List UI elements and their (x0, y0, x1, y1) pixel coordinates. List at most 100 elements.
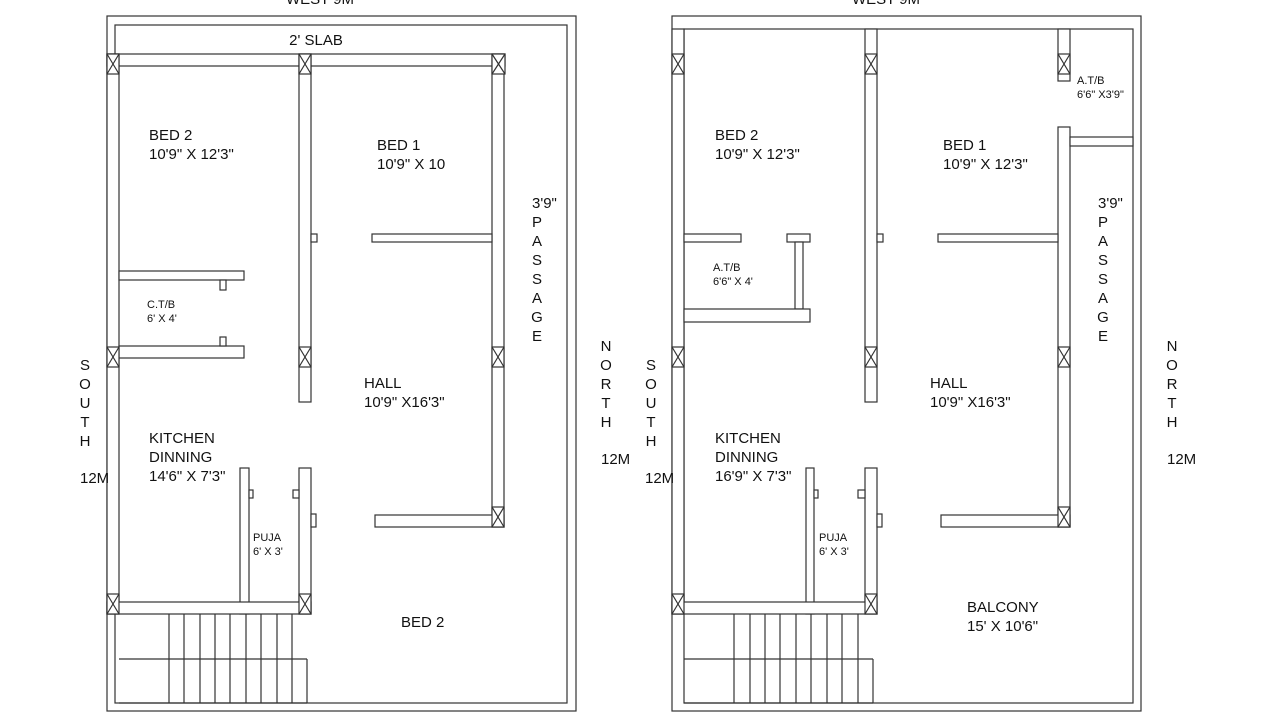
wall (239, 467, 250, 615)
wall (683, 308, 811, 323)
svg-text:R: R (1167, 376, 1178, 393)
wall (106, 53, 120, 615)
south-label: S O U T H (79, 357, 91, 450)
door-jamb (292, 489, 300, 499)
svg-text:T: T (80, 414, 89, 431)
north-label: N O R T H (600, 338, 612, 431)
west-label: WEST 9M (852, 0, 920, 8)
svg-text:P: P (1098, 214, 1108, 231)
room-name-puja: PUJA (253, 532, 282, 544)
west-label: WEST 9M (286, 0, 354, 8)
svg-text:E: E (532, 328, 542, 345)
svg-text:A: A (532, 290, 542, 307)
svg-text:T: T (1167, 395, 1176, 412)
wall (940, 514, 1071, 528)
south-label: S O U T H (645, 357, 657, 450)
column-icon (1057, 346, 1071, 368)
room-name-ctb: C.T/B (147, 299, 175, 311)
svg-text:O: O (1166, 357, 1178, 374)
svg-text:S: S (532, 252, 542, 269)
room-name-dinning: DINNING (715, 449, 778, 466)
wall (118, 345, 245, 359)
svg-text:O: O (600, 357, 612, 374)
svg-text:S: S (646, 357, 656, 374)
svg-text:H: H (646, 433, 657, 450)
south-dimension: 12M (80, 470, 109, 487)
passage-label: P A S S A G E (1097, 214, 1109, 345)
door-jamb (248, 489, 254, 499)
wall (118, 270, 245, 281)
column-icon (491, 53, 506, 75)
svg-text:R: R (601, 376, 612, 393)
svg-text:S: S (1098, 271, 1108, 288)
wall (106, 601, 312, 615)
column-icon (864, 53, 878, 75)
room-name-kitchen: KITCHEN (715, 430, 781, 447)
svg-text:A: A (1098, 290, 1108, 307)
north-dimension: 12M (1167, 451, 1196, 468)
door-jamb (219, 336, 227, 347)
svg-text:O: O (79, 376, 91, 393)
wall (786, 233, 811, 243)
room-size-bed2: 10'9" X 12'3" (715, 146, 800, 163)
svg-text:T: T (601, 395, 610, 412)
passage-size: 3'9" (532, 195, 557, 212)
wall (805, 467, 815, 615)
column-icon (1057, 53, 1071, 75)
columns (671, 53, 1071, 615)
room-size-atb-top: 6'6" X3'9" (1077, 89, 1124, 101)
svg-text:G: G (531, 309, 543, 326)
passage-size: 3'9" (1098, 195, 1123, 212)
room-name-dinning: DINNING (149, 449, 212, 466)
column-icon (491, 346, 505, 368)
wall (491, 53, 505, 528)
svg-text:H: H (80, 433, 91, 450)
column-icon (491, 506, 505, 528)
column-icon (298, 593, 312, 615)
room-name-balcony: BALCONY (967, 599, 1039, 616)
wall (1069, 136, 1134, 147)
slab-label: 2' SLAB (289, 32, 343, 49)
floor-plan-left: WEST 9M 2' SLAB (79, 0, 630, 712)
door-jamb (876, 233, 884, 243)
staircase (684, 614, 874, 704)
room-size-kitchen: 16'9" X 7'3" (715, 468, 791, 485)
svg-text:N: N (1167, 338, 1178, 355)
svg-text:H: H (601, 414, 612, 431)
room-name-bottom: BED 2 (401, 614, 444, 631)
room-name-puja: PUJA (819, 532, 848, 544)
door-jamb (310, 513, 317, 528)
room-size-bed1: 10'9" X 12'3" (943, 156, 1028, 173)
column-icon (1057, 506, 1071, 528)
wall (671, 601, 878, 615)
wall (937, 233, 1059, 243)
floor-plan-right: WEST 9M (645, 0, 1196, 712)
room-size-balcony: 15' X 10'6" (967, 618, 1038, 635)
svg-text:T: T (646, 414, 655, 431)
svg-text:S: S (1098, 252, 1108, 269)
svg-text:A: A (532, 233, 542, 250)
room-name-atb: A.T/B (713, 262, 741, 274)
room-size-kitchen: 14'6" X 7'3" (149, 468, 225, 485)
svg-text:O: O (645, 376, 657, 393)
room-name-kitchen: KITCHEN (149, 430, 215, 447)
svg-text:E: E (1098, 328, 1108, 345)
svg-text:H: H (1167, 414, 1178, 431)
column-icon (106, 593, 120, 615)
door-jamb (219, 279, 227, 291)
wall (371, 233, 493, 243)
room-size-puja: 6' X 3' (819, 546, 849, 558)
column-icon (671, 53, 685, 75)
room-size-atb: 6'6" X 4' (713, 276, 753, 288)
room-name-atb-top: A.T/B (1077, 75, 1105, 87)
wall (864, 28, 878, 403)
room-name-bed1: BED 1 (377, 137, 420, 154)
svg-text:U: U (80, 395, 91, 412)
column-icon (106, 53, 120, 75)
door-jamb (876, 513, 883, 528)
wall (298, 467, 312, 615)
wall (683, 233, 742, 243)
passage-label: P A S S A G E (531, 214, 543, 345)
wall (374, 514, 505, 528)
